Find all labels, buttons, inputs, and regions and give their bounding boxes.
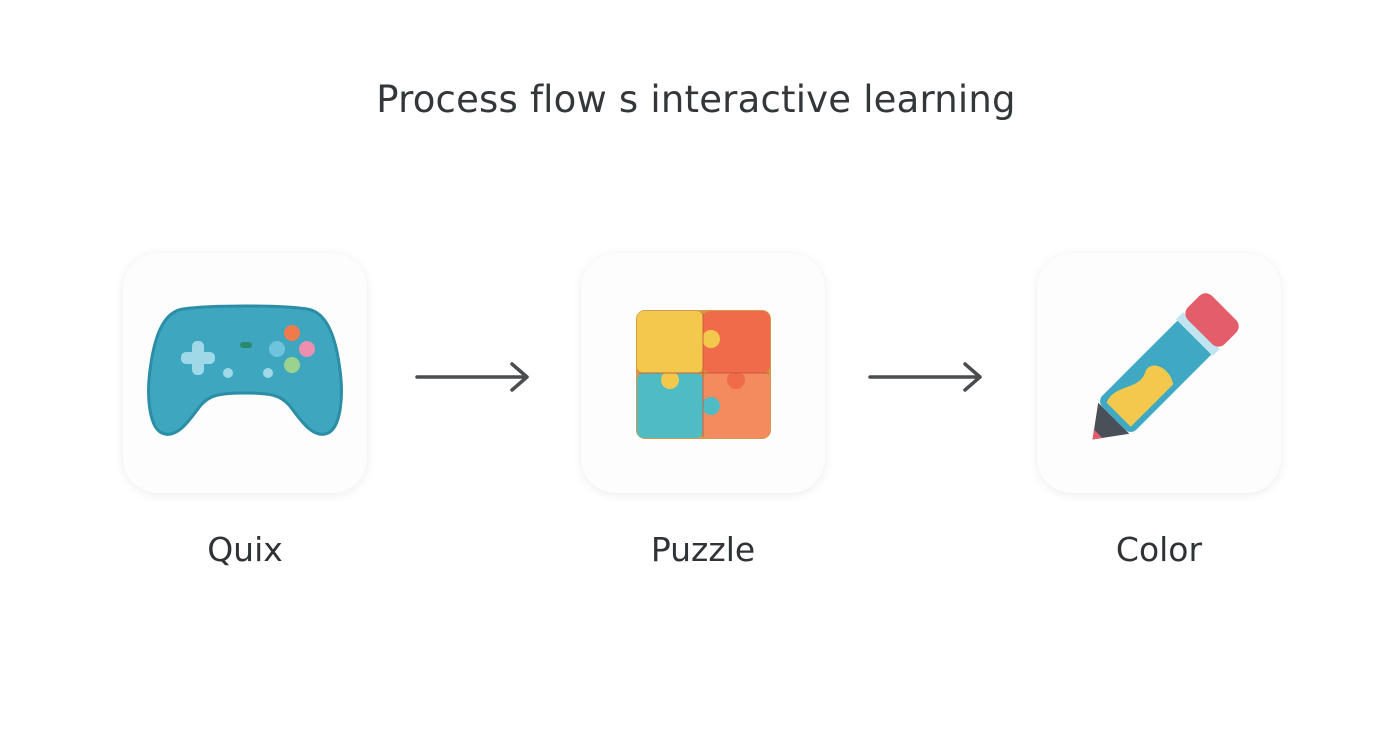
arrow-right-icon [415,362,529,392]
step-label-quix: Quix [207,530,283,569]
puzzle-pieces-icon [636,310,771,439]
step-label-puzzle: Puzzle [650,530,756,569]
diagram-title: Process flow s interactive learning [376,78,1016,121]
step-card-puzzle [581,253,825,493]
crayon-icon [1092,293,1239,440]
game-controller-icon [147,304,343,436]
step-card-color [1037,253,1281,493]
step-label-color: Color [1115,530,1203,569]
arrow-right-icon [868,362,982,392]
step-card-quix [123,253,367,493]
